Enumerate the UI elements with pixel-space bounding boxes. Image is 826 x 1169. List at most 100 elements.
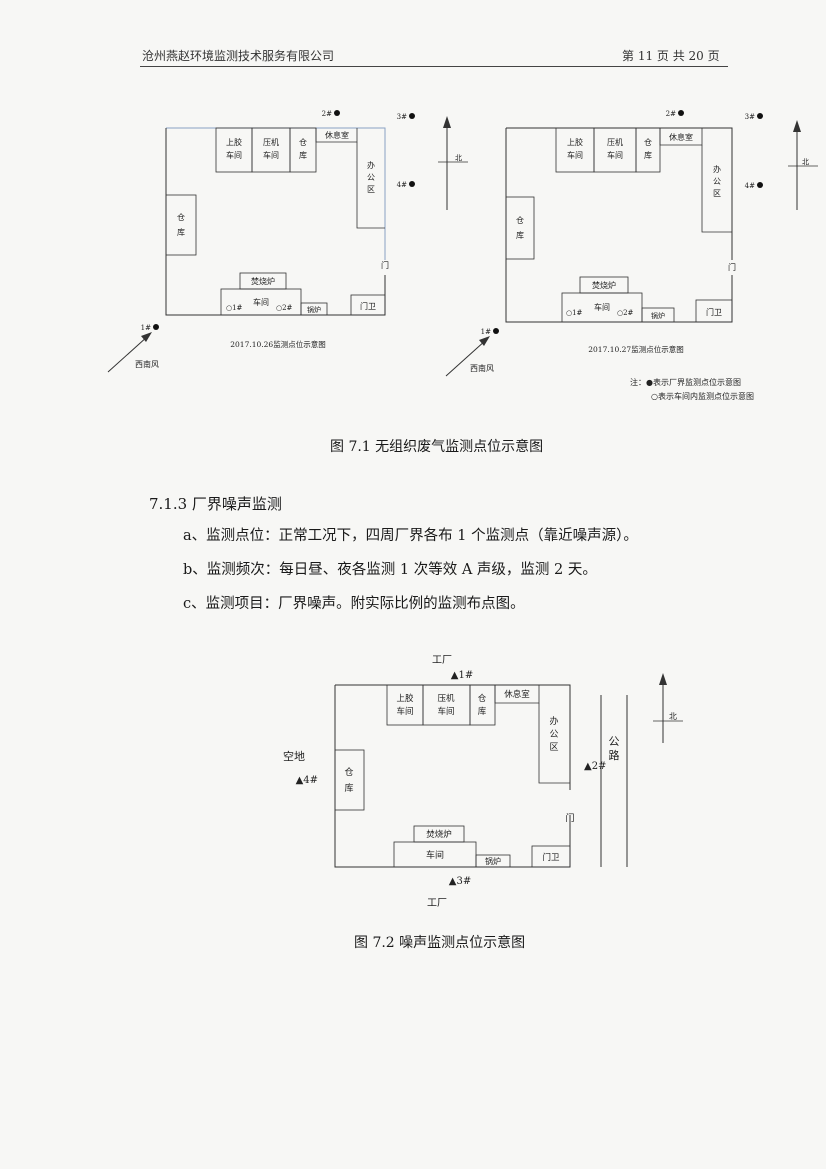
room-yaji-72-label-2: 车间 xyxy=(437,706,454,717)
legend-line-1: 注：●表示厂界监测点位示意图 xyxy=(630,377,741,387)
room-bangong-r-label-2: 公 xyxy=(713,177,721,186)
room-cang-r-label-1: 仓 xyxy=(644,137,652,147)
room-guolu-r xyxy=(641,307,675,323)
wind-arrow-icon xyxy=(107,335,149,373)
gate-r-label: 门 xyxy=(728,262,736,272)
room-shangjiao-r xyxy=(555,127,595,173)
inner-point-2-r: ○2# xyxy=(617,309,634,317)
noise-point-2: ▲2# xyxy=(584,761,606,772)
room-bangong xyxy=(356,142,385,229)
room-menwei-72-label: 门卫 xyxy=(542,852,560,863)
monitor-point-1 xyxy=(153,324,159,330)
room-bangong-label-2: 公 xyxy=(367,173,375,182)
room-shangjiao-label-2: 车间 xyxy=(226,150,242,160)
room-guolu-72-label: 锅炉 xyxy=(485,856,501,866)
room-canglib-r-label-1: 仓 xyxy=(516,215,524,225)
room-fenshao-72-label: 焚烧炉 xyxy=(426,829,452,840)
monitor-point-3 xyxy=(409,113,415,119)
room-yaji-r-label-1: 压机 xyxy=(607,137,623,147)
north-label: 北 xyxy=(455,154,462,162)
monitor-point-2 xyxy=(334,110,340,116)
road-label-1: 公 xyxy=(609,735,620,748)
room-chejian xyxy=(220,288,302,316)
room-yaji-r-label-2: 车间 xyxy=(607,150,623,160)
room-chejian-72 xyxy=(393,841,477,868)
section-title: 7.1.3 厂界噪声监测 xyxy=(149,495,282,513)
room-chejian-r-label: 车间 xyxy=(594,302,610,312)
item-a: a、监测点位：正常工况下，四周厂界各布 1 个监测点（靠近噪声源）。 xyxy=(183,528,638,544)
room-cang xyxy=(289,127,317,173)
inner-point-2: ○2# xyxy=(276,304,293,312)
noise-point-3: ▲3# xyxy=(449,876,471,887)
room-menwei-72 xyxy=(531,845,571,868)
room-cang-label-1: 仓 xyxy=(299,137,307,147)
wind-r-label: 西南风 xyxy=(470,363,494,373)
gate-72-label: 门 xyxy=(565,812,574,824)
room-yaji-label-1: 压机 xyxy=(263,137,279,147)
room-shangjiao-r-label-2: 车间 xyxy=(567,150,583,160)
room-cang-label-2: 库 xyxy=(299,150,307,160)
item-c: c、监测项目：厂界噪声。附实际比例的监测布点图。 xyxy=(183,596,525,612)
room-chejian-label: 车间 xyxy=(253,297,269,307)
header-page-info: 第 11 页 共 20 页 xyxy=(622,49,720,63)
room-cang-72-label-1: 仓 xyxy=(478,693,487,704)
gate-label: 门 xyxy=(381,260,389,270)
monitor-point-4 xyxy=(409,181,415,187)
room-canglib-72-label-2: 库 xyxy=(344,782,353,794)
room-bangong-r xyxy=(701,145,732,233)
room-yaji xyxy=(251,127,291,173)
room-shangjiao-label-1: 上胶 xyxy=(226,137,242,147)
room-menwei xyxy=(350,294,386,316)
factory-outline-right xyxy=(506,127,733,260)
right-date-caption: 2017.10.27监测点位示意图 xyxy=(588,344,683,354)
room-canglib xyxy=(165,194,197,256)
header-rule xyxy=(140,66,728,67)
room-shangjiao-72 xyxy=(386,684,424,726)
room-cang-72 xyxy=(469,684,496,726)
room-cang-r xyxy=(635,127,661,173)
bottom-factory-label: 工厂 xyxy=(427,898,447,909)
room-shangjiao-r-label-1: 上胶 xyxy=(567,137,583,147)
fig71-left-diagram: 上胶 车间 压机 车间 仓 库 休息室 办 公 区 仓 库 焚烧炉 车间 ○1#… xyxy=(107,110,468,373)
fig72-caption: 图 7.2 噪声监测点位示意图 xyxy=(354,935,526,951)
room-canglib-label-1: 仓 xyxy=(177,212,185,222)
room-yaji-72-label-1: 压机 xyxy=(437,693,455,704)
room-chejian-72-label: 车间 xyxy=(426,849,444,861)
header-company: 沧州燕赵环境监测技术服务有限公司 xyxy=(142,49,335,63)
room-xiuxi-72-label: 休息室 xyxy=(504,689,530,700)
room-canglib-72-label-1: 仓 xyxy=(344,766,353,778)
room-bangong-72-label-3: 区 xyxy=(549,742,558,753)
room-canglib-r xyxy=(505,196,535,260)
room-guolu-r-label: 锅炉 xyxy=(651,311,665,320)
room-xiuxi-label: 休息室 xyxy=(325,130,349,140)
room-guolu-label: 锅炉 xyxy=(307,305,321,314)
room-canglib-label-2: 库 xyxy=(177,227,185,237)
wind-label: 西南风 xyxy=(135,359,159,369)
monitor-point-1-r-label: 1# xyxy=(481,328,491,336)
room-yaji-label-2: 车间 xyxy=(263,150,279,160)
inner-point-1-r: ○1# xyxy=(566,309,583,317)
fig72-diagram: 工厂 ▲1# 上胶 车间 压机 车间 仓 库 休息室 办 公 区 仓 库 焚烧炉… xyxy=(283,655,683,909)
monitor-point-2-r xyxy=(678,110,684,116)
monitor-point-1-r xyxy=(493,328,499,334)
noise-point-4: ▲4# xyxy=(296,775,318,786)
monitor-point-1-label: 1# xyxy=(141,324,151,332)
empty-land-label: 空地 xyxy=(283,749,305,763)
room-menwei-label: 门卫 xyxy=(360,301,376,311)
monitor-point-2-label: 2# xyxy=(322,110,332,118)
room-menwei-r-label: 门卫 xyxy=(706,307,722,317)
noise-point-1: ▲1# xyxy=(451,670,473,681)
fig71-legend: 注：●表示厂界监测点位示意图 ○表示车间内监测点位示意图 xyxy=(630,377,754,401)
legend-line-2: ○表示车间内监测点位示意图 xyxy=(651,391,754,401)
room-bangong-72 xyxy=(538,703,570,784)
room-yaji-r xyxy=(593,127,637,173)
inner-point-1: ○1# xyxy=(226,304,243,312)
room-xiuxi-r-label: 休息室 xyxy=(669,132,693,142)
road-label-2: 路 xyxy=(609,749,620,762)
monitor-point-3-r xyxy=(757,113,763,119)
monitor-point-2-r-label: 2# xyxy=(666,110,676,118)
room-xiuxi-r xyxy=(659,128,703,146)
room-fenshao-r-label: 焚烧炉 xyxy=(592,280,616,290)
fig71-right-diagram: 上胶 车间 压机 车间 仓 库 休息室 办 公 区 仓 库 焚烧炉 车间 ○1#… xyxy=(445,110,818,377)
room-xiuxi-72 xyxy=(494,685,540,704)
